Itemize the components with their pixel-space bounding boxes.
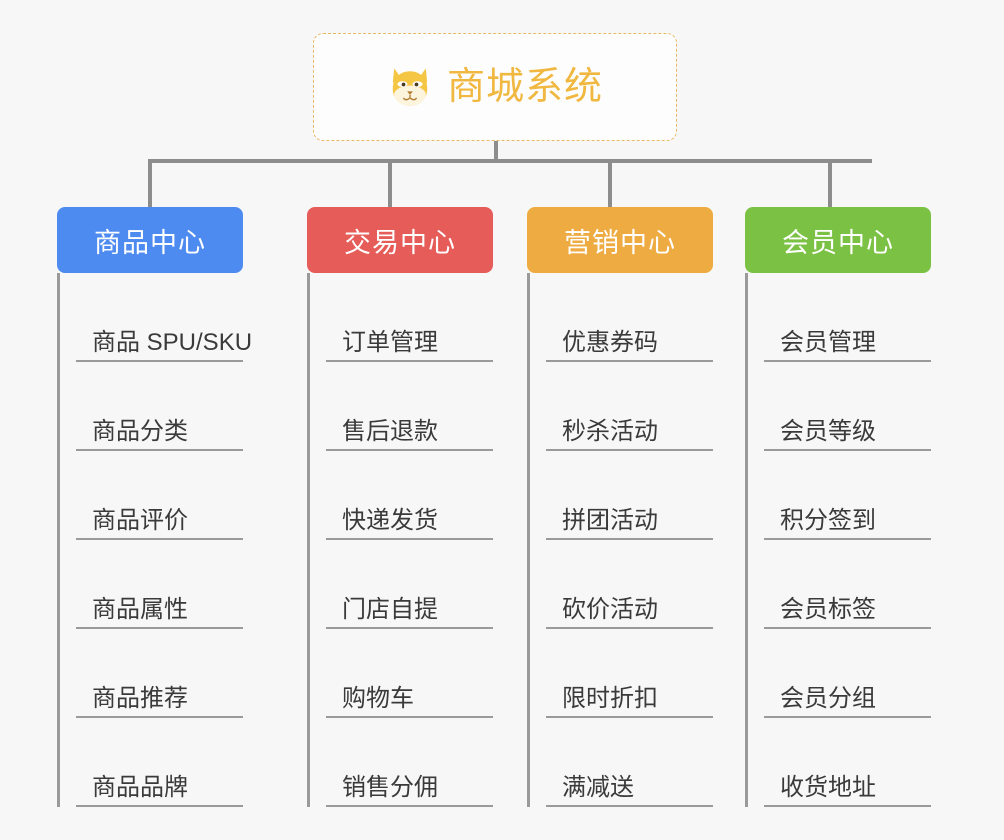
list-item[interactable]: 商品属性	[76, 540, 243, 629]
list-item[interactable]: 砍价活动	[546, 540, 713, 629]
leaf-label: 会员分组	[780, 685, 876, 713]
connector-drop-2	[388, 159, 392, 208]
leaf-stack-1: 商品 SPU/SKU 商品分类 商品评价 商品属性 商品推荐 商品品牌	[57, 273, 252, 807]
list-item[interactable]: 积分签到	[764, 451, 931, 540]
list-item[interactable]: 售后退款	[326, 362, 493, 451]
category-title-2: 交易中心	[344, 227, 456, 258]
list-item[interactable]: 商品品牌	[76, 718, 243, 807]
leaf-label: 快递发货	[342, 507, 438, 535]
leaf-label: 限时折扣	[562, 685, 658, 713]
list-item[interactable]: 订单管理	[326, 273, 493, 362]
list-item[interactable]: 收货地址	[764, 718, 931, 807]
leaf-label: 购物车	[342, 685, 414, 713]
list-item[interactable]: 会员分组	[764, 629, 931, 718]
connector-drop-3	[608, 159, 612, 208]
list-item[interactable]: 商品推荐	[76, 629, 243, 718]
leaf-label: 销售分佣	[342, 774, 438, 802]
leaf-label: 商品品牌	[92, 774, 188, 802]
leaf-stack-3: 优惠券码 秒杀活动 拼团活动 砍价活动 限时折扣 满减送	[527, 273, 713, 807]
list-item[interactable]: 会员管理	[764, 273, 931, 362]
leaf-label: 会员管理	[780, 329, 876, 357]
connector-drop-4	[828, 159, 832, 208]
root-node[interactable]: 商城系统	[313, 33, 677, 141]
list-item[interactable]: 销售分佣	[326, 718, 493, 807]
leaf-label: 门店自提	[342, 596, 438, 624]
leaf-label: 收货地址	[780, 774, 876, 802]
leaf-label: 会员等级	[780, 418, 876, 446]
leaf-label: 优惠券码	[562, 329, 658, 357]
category-header-2[interactable]: 交易中心	[307, 207, 493, 273]
leaf-label: 商品评价	[92, 507, 188, 535]
category-title-3: 营销中心	[564, 227, 676, 258]
connector-root-stem	[494, 141, 498, 162]
leaf-label: 满减送	[562, 774, 634, 802]
list-item[interactable]: 会员标签	[764, 540, 931, 629]
list-item[interactable]: 商品评价	[76, 451, 243, 540]
list-item[interactable]: 购物车	[326, 629, 493, 718]
list-item[interactable]: 限时折扣	[546, 629, 713, 718]
category-header-1[interactable]: 商品中心	[57, 207, 243, 273]
branch-column-4: 会员中心 会员管理 会员等级 积分签到 会员标签 会员分组 收货地址	[745, 207, 931, 807]
leaf-label: 商品 SPU/SKU	[92, 329, 253, 357]
list-item[interactable]: 优惠券码	[546, 273, 713, 362]
leaf-label: 售后退款	[342, 418, 438, 446]
category-header-4[interactable]: 会员中心	[745, 207, 931, 273]
branch-column-1: 商品中心 商品 SPU/SKU 商品分类 商品评价 商品属性 商品推荐 商品品牌	[57, 207, 252, 807]
leaf-label: 订单管理	[342, 329, 438, 357]
list-item[interactable]: 会员等级	[764, 362, 931, 451]
list-item[interactable]: 商品分类	[76, 362, 243, 451]
leaf-label: 商品推荐	[92, 685, 188, 713]
leaf-label: 秒杀活动	[562, 418, 658, 446]
leaf-label: 商品分类	[92, 418, 188, 446]
leaf-label: 积分签到	[780, 507, 876, 535]
list-item[interactable]: 商品 SPU/SKU	[76, 273, 252, 362]
connector-drop-1	[148, 159, 152, 208]
list-item[interactable]: 拼团活动	[546, 451, 713, 540]
category-title-4: 会员中心	[782, 227, 894, 258]
leaf-label: 会员标签	[780, 596, 876, 624]
category-title-1: 商品中心	[94, 227, 206, 258]
branch-column-3: 营销中心 优惠券码 秒杀活动 拼团活动 砍价活动 限时折扣 满减送	[527, 207, 713, 807]
root-title: 商城系统	[446, 66, 603, 108]
shiba-dog-face-icon	[392, 68, 428, 106]
leaf-label: 砍价活动	[562, 596, 658, 624]
list-item[interactable]: 秒杀活动	[546, 362, 713, 451]
list-item[interactable]: 门店自提	[326, 540, 493, 629]
leaf-label: 商品属性	[92, 596, 188, 624]
leaf-label: 拼团活动	[562, 507, 658, 535]
connector-horizontal-bus	[148, 159, 872, 163]
leaf-stack-2: 订单管理 售后退款 快递发货 门店自提 购物车 销售分佣	[307, 273, 493, 807]
leaf-stack-4: 会员管理 会员等级 积分签到 会员标签 会员分组 收货地址	[745, 273, 931, 807]
list-item[interactable]: 快递发货	[326, 451, 493, 540]
list-item[interactable]: 满减送	[546, 718, 713, 807]
category-header-3[interactable]: 营销中心	[527, 207, 713, 273]
branch-column-2: 交易中心 订单管理 售后退款 快递发货 门店自提 购物车 销售分佣	[307, 207, 493, 807]
